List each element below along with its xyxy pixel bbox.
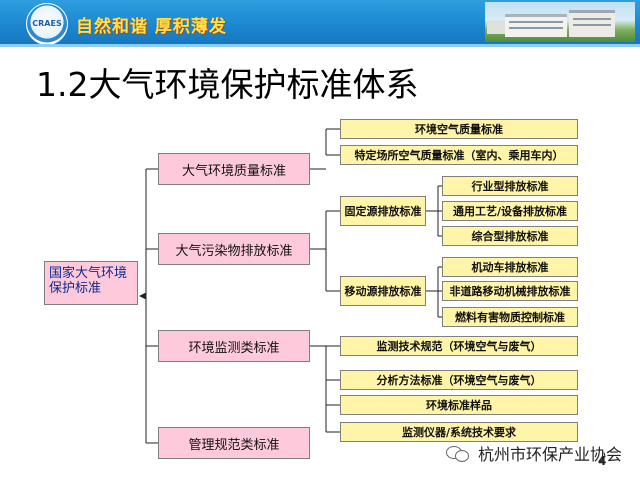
leaf-fuel-hazard-control: 燃料有害物质控制标准 bbox=[442, 307, 578, 327]
leaf-instrument-requirements: 监测仪器/系统技术要求 bbox=[340, 422, 578, 442]
leaf-non-road-machinery-emission: 非道路移动机械排放标准 bbox=[442, 281, 578, 301]
category-monitoring: 环境监测类标准 bbox=[158, 330, 310, 362]
category-emission: 大气污染物排放标准 bbox=[158, 233, 310, 265]
category-air-quality: 大气环境质量标准 bbox=[158, 153, 310, 185]
wechat-watermark: 杭州市环保产业协会 bbox=[446, 442, 622, 464]
category-management: 管理规范类标准 bbox=[158, 427, 310, 459]
leaf-motor-vehicle-emission: 机动车排放标准 bbox=[442, 257, 578, 277]
leaf-ambient-air-quality: 环境空气质量标准 bbox=[340, 119, 578, 139]
group-mobile-source: 移动源排放标准 bbox=[340, 276, 426, 306]
leaf-comprehensive-emission: 综合型排放标准 bbox=[442, 226, 578, 246]
page-number: 4 bbox=[598, 454, 606, 468]
group-stationary-source: 固定源排放标准 bbox=[340, 196, 426, 226]
leaf-process-equipment-emission: 通用工艺/设备排放标准 bbox=[442, 201, 578, 221]
leaf-monitoring-technical-spec: 监测技术规范（环境空气与废气） bbox=[340, 336, 578, 356]
leaf-reference-material: 环境标准样品 bbox=[340, 395, 578, 415]
leaf-industry-emission: 行业型排放标准 bbox=[442, 176, 578, 196]
wechat-icon bbox=[446, 444, 470, 462]
leaf-specific-place-air-quality: 特定场所空气质量标准（室内、乘用车内） bbox=[340, 145, 578, 165]
root-node: 国家大气环境保护标准 bbox=[44, 261, 138, 305]
leaf-analysis-method-standard: 分析方法标准（环境空气与废气） bbox=[340, 370, 578, 390]
